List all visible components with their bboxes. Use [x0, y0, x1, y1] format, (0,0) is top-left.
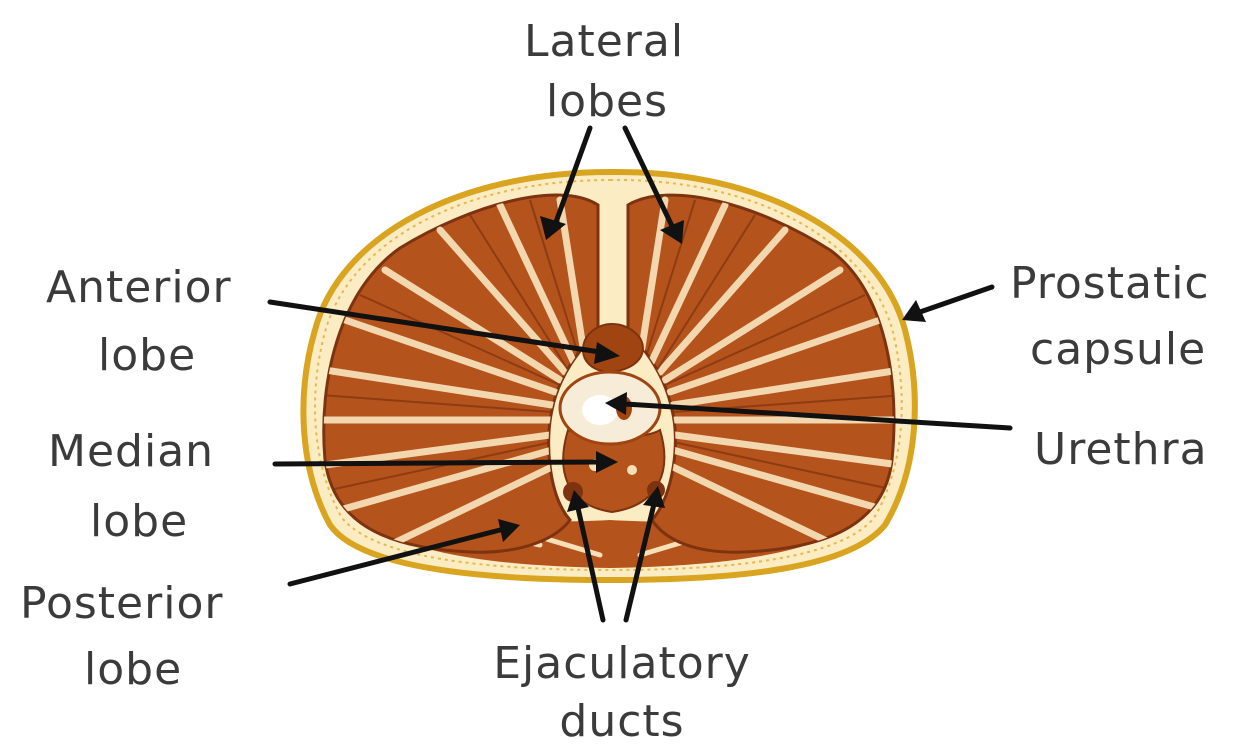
left-lateral-lobe-shape — [320, 195, 598, 552]
urethra-label: Urethra — [1034, 428, 1208, 472]
anterior-lobe-label-line1: Anterior — [46, 266, 232, 310]
posterior-lobe-label-line1: Posterior — [20, 582, 223, 626]
median-lobe-label-line2: lobe — [90, 500, 188, 544]
lateral-lobes-label-line2: lobes — [546, 80, 668, 124]
anterior-lobe-label-line2: lobe — [98, 334, 196, 378]
prostatic-capsule-arrow — [902, 287, 992, 322]
prostatic-capsule-label-line1: Prostatic — [1010, 262, 1210, 306]
prostatic-capsule-label-line2: capsule — [1030, 328, 1206, 372]
median-lobe-label-line1: Median — [48, 430, 214, 474]
posterior-lobe-label-line2: lobe — [84, 648, 182, 692]
right-lateral-lobe-shape — [628, 195, 905, 552]
anterior-lobe-shape — [583, 324, 643, 372]
urethra-shape — [560, 372, 660, 444]
ejaculatory-ducts-label-line2: ducts — [559, 700, 684, 744]
ejaculatory-ducts-label-line1: Ejaculatory — [493, 642, 751, 686]
lateral-lobes-label-line1: Lateral — [524, 20, 684, 64]
